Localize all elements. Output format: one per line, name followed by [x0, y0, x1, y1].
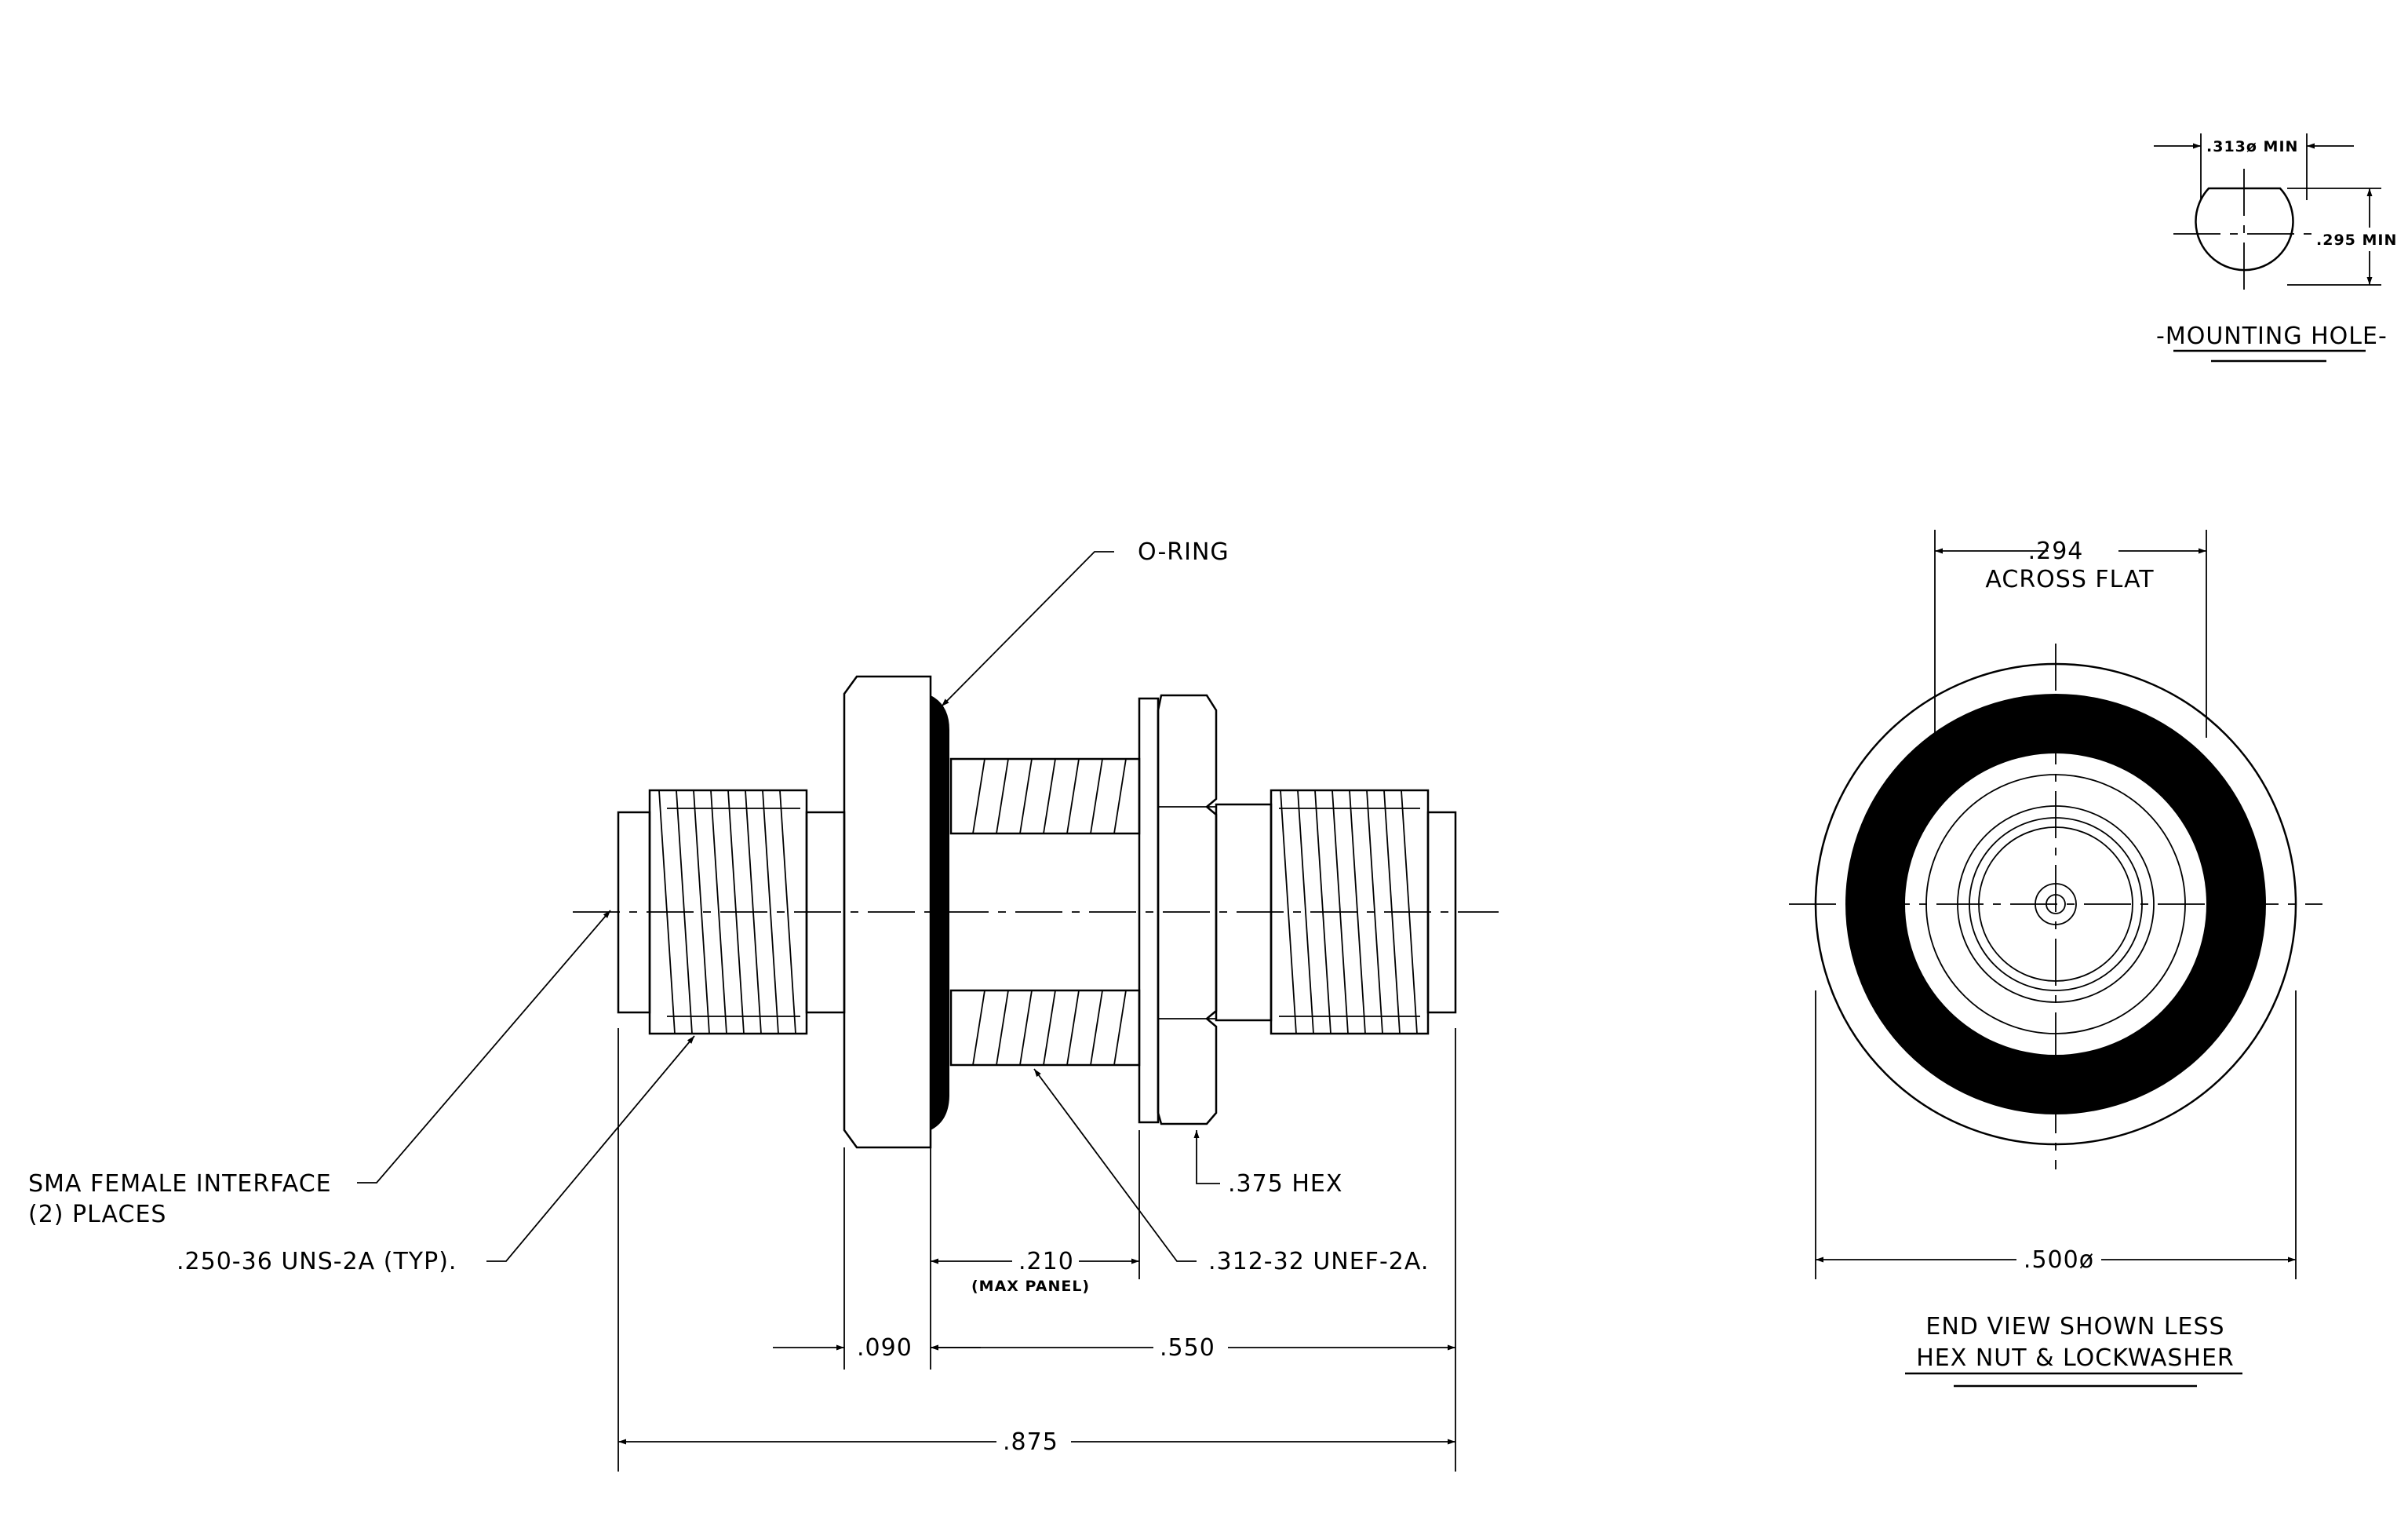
sma-interface-label-line2: (2) PLACES	[28, 1201, 166, 1228]
thread-312-leader	[1033, 1068, 1197, 1262]
thread-250-label: .250-36 UNS-2A (TYP).	[177, 1248, 457, 1275]
dim-550-label: .550	[1160, 1334, 1215, 1362]
across-flat-dim: .294	[2028, 538, 2084, 565]
body-flange	[843, 675, 932, 1149]
thread-250-leader	[486, 1035, 695, 1262]
lockwasher	[1138, 697, 1160, 1124]
sma-interface-leader	[357, 910, 611, 1184]
dim-875-label: .875	[1003, 1428, 1058, 1456]
o-ring	[931, 695, 949, 1130]
hex-nut	[1157, 694, 1218, 1125]
mounting-hole-view: .313ø MIN .295 MIN -MOUNTING HOLE-	[2154, 133, 2397, 363]
mounting-hole-title: -MOUNTING HOLE-	[2156, 323, 2388, 350]
right-end-tip	[1426, 811, 1457, 1014]
left-thread-pattern	[658, 790, 800, 1034]
end-view: .294 ACROSS FLAT .500ø END VIEW SHOWN LE…	[1789, 530, 2322, 1388]
right-thread-pattern	[1279, 790, 1420, 1034]
mounting-thread-pattern	[972, 758, 1127, 1066]
sma-interface-label-line1: SMA FEMALE INTERFACE	[28, 1170, 332, 1198]
dim-090-label: .090	[857, 1334, 913, 1362]
hex-375-leader	[1193, 1130, 1220, 1184]
dim-210-note: (MAX PANEL)	[971, 1278, 1090, 1295]
across-flat-text: ACROSS FLAT	[1985, 566, 2154, 593]
side-view: O-RING SMA FEMALE INTERFACE (2) PLACES .…	[28, 538, 1499, 1472]
oring-leader	[941, 551, 1114, 707]
mounting-hole-outline	[2195, 187, 2294, 272]
thread-312-label: .312-32 UNEF-2A.	[1208, 1248, 1429, 1275]
end-view-note-line1: END VIEW SHOWN LESS	[1925, 1313, 2224, 1340]
dim-210-label: .210	[1018, 1248, 1074, 1275]
oring-label: O-RING	[1138, 538, 1230, 566]
end-view-note-line2: HEX NUT & LOCKWASHER	[1916, 1344, 2235, 1372]
mounting-hole-flat-label: .295 MIN	[2316, 232, 2397, 249]
hex-375-label: .375 HEX	[1228, 1170, 1342, 1198]
dia-500-label: .500ø	[2024, 1246, 2094, 1274]
mounting-hole-dia-label: .313ø MIN	[2206, 138, 2298, 155]
